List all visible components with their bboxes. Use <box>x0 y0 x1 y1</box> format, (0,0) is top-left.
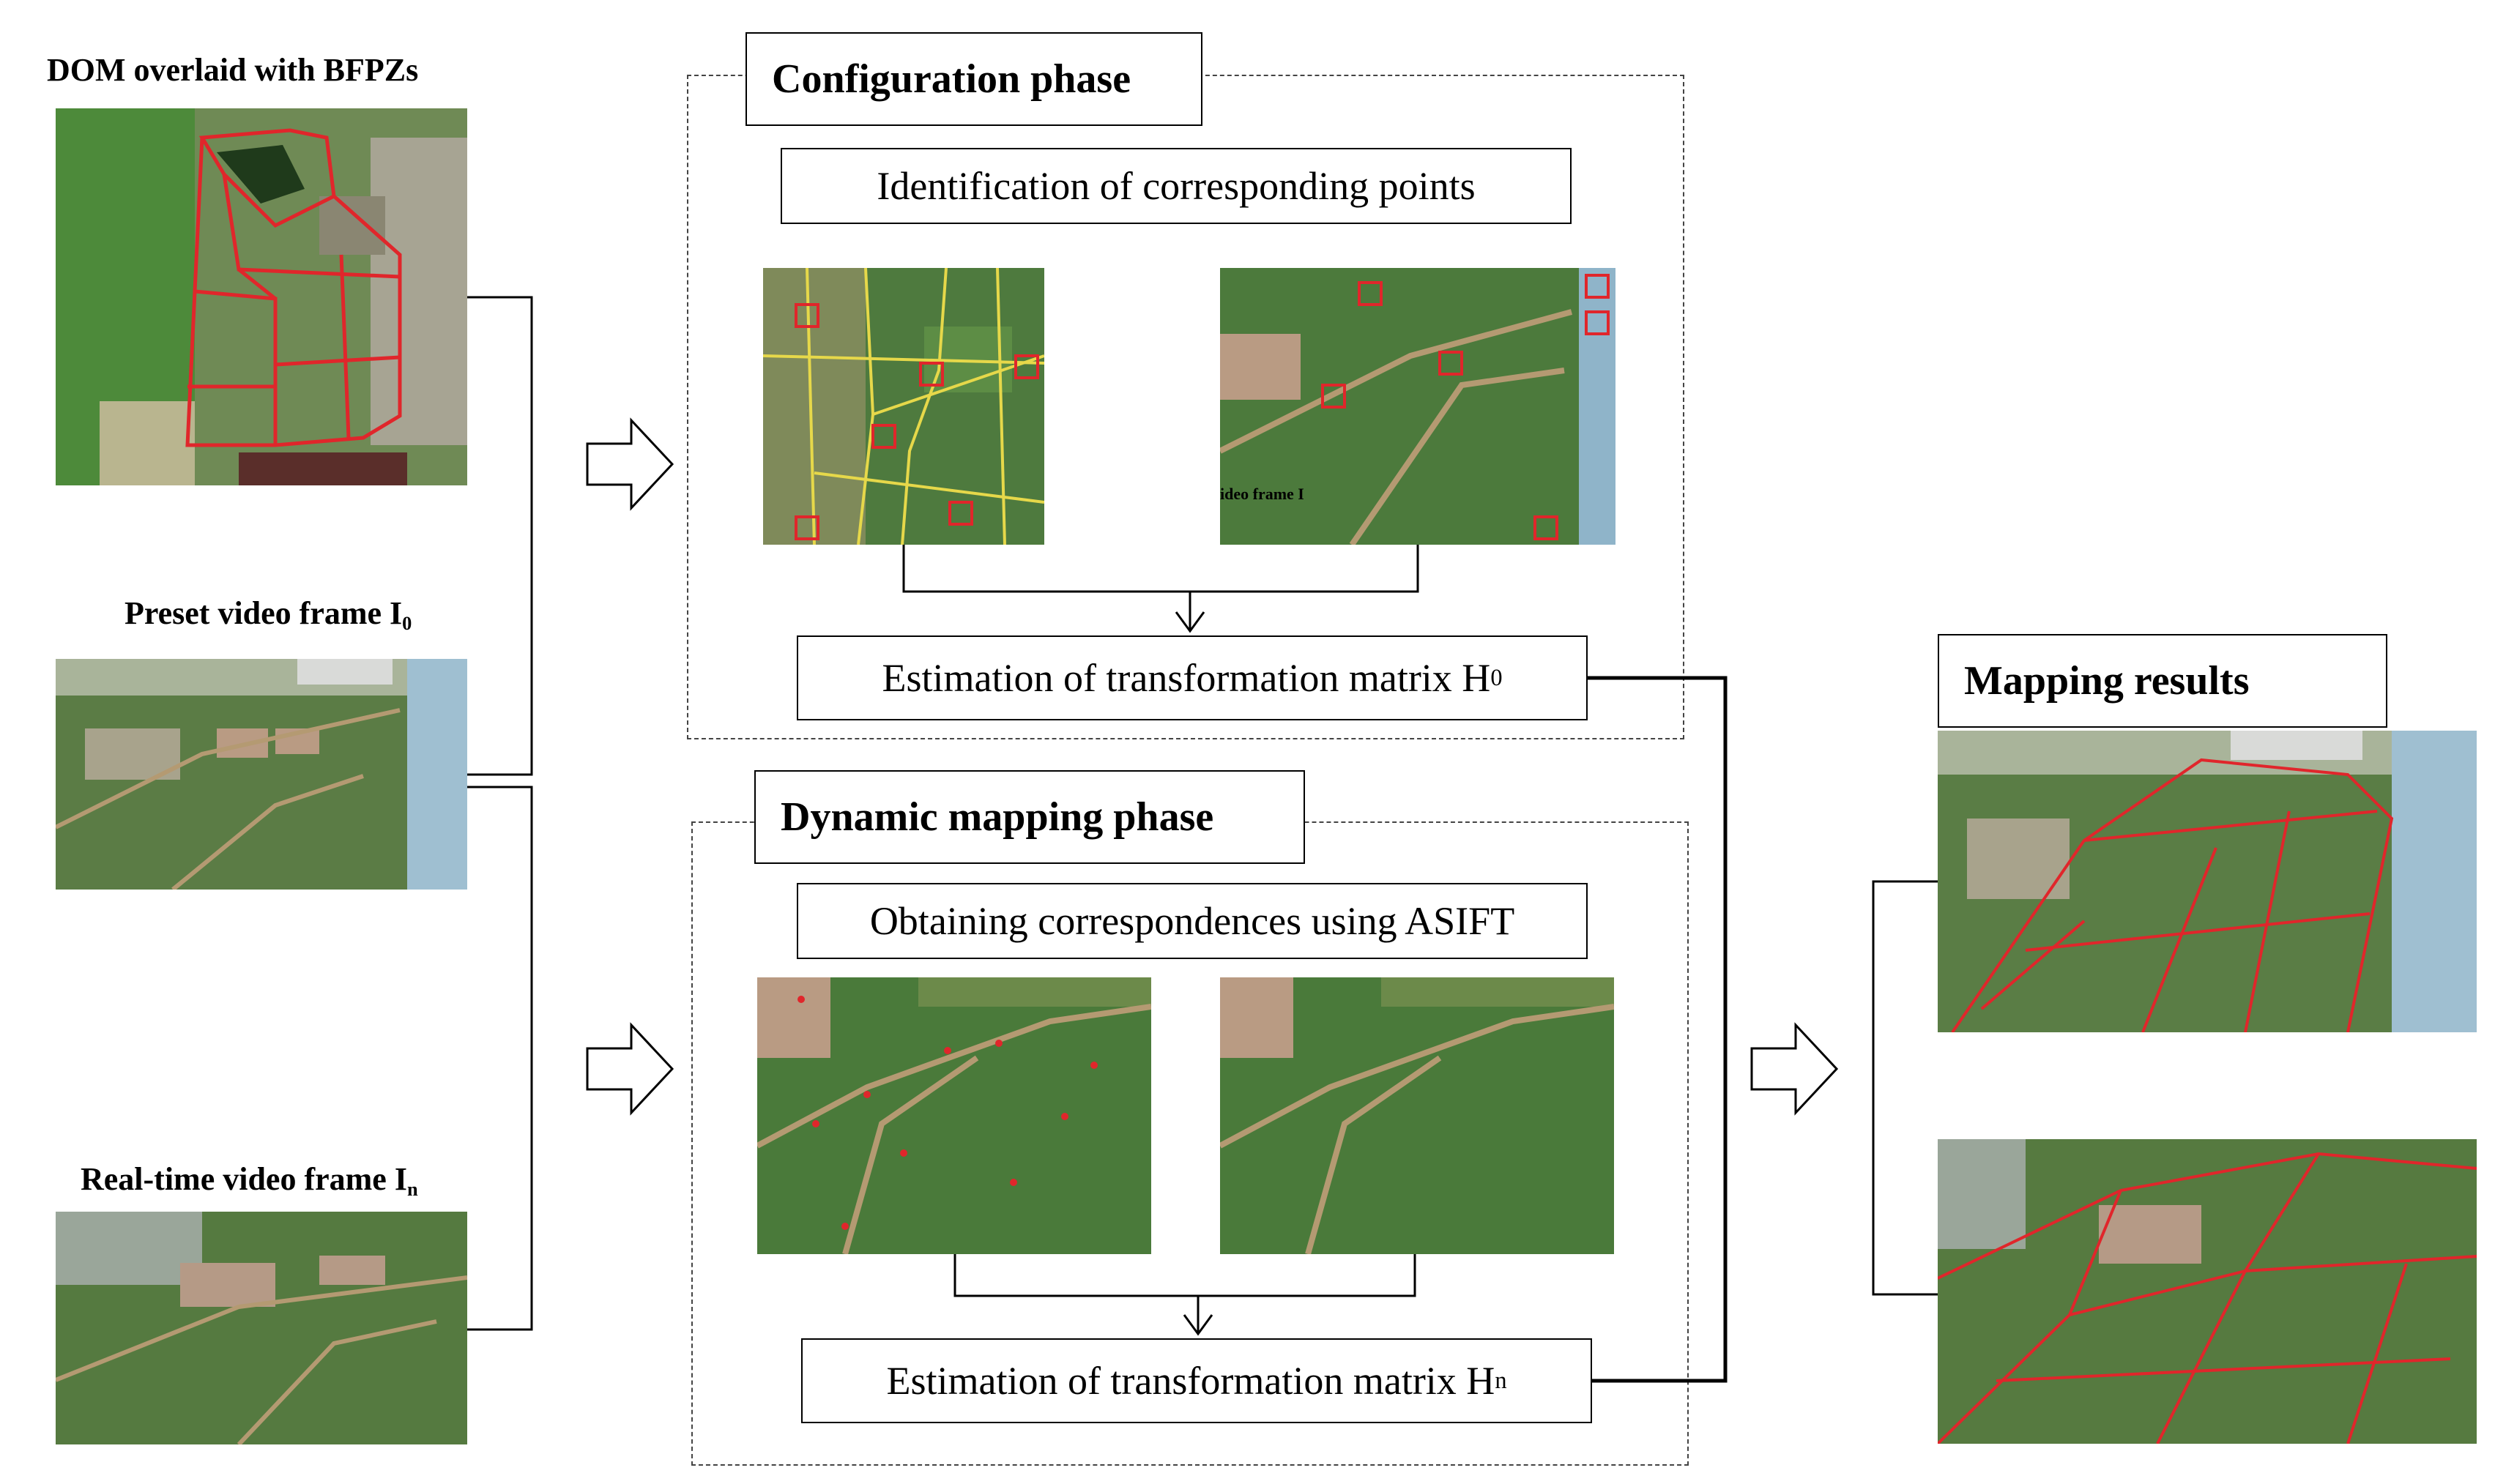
video-corresponding-points-image: ideo frame I <box>1220 268 1615 545</box>
preset-frame-label: Preset video frame I0 <box>124 595 412 634</box>
dynamic-phase-title: Dynamic mapping phase <box>754 770 1305 864</box>
dom-corresponding-points-image <box>763 268 1044 545</box>
mapping-results-title: Mapping results <box>1938 634 2387 728</box>
arrow-to-results <box>1750 1022 1839 1116</box>
realtime-frame-image <box>56 1212 467 1444</box>
asift-step: Obtaining correspondences using ASIFT <box>797 883 1588 959</box>
arrow-to-dynamic <box>586 1022 674 1116</box>
video-frame-caption: ideo frame I <box>1220 485 1304 503</box>
asift-frame-left-image <box>757 977 1151 1254</box>
asift-frame-right-image <box>1220 977 1614 1254</box>
realtime-frame-label: Real-time video frame In <box>81 1161 418 1200</box>
dom-label: DOM overlaid with BFPZs <box>47 52 419 88</box>
identification-step: Identification of corresponding points <box>781 148 1572 224</box>
mapping-result-realtime-image <box>1938 1139 2477 1444</box>
configuration-phase-title: Configuration phase <box>745 32 1202 126</box>
dom-image <box>56 108 467 485</box>
preset-frame-image <box>56 659 467 890</box>
mapping-result-preset-image <box>1938 731 2477 1032</box>
arrow-to-configuration <box>586 417 674 511</box>
